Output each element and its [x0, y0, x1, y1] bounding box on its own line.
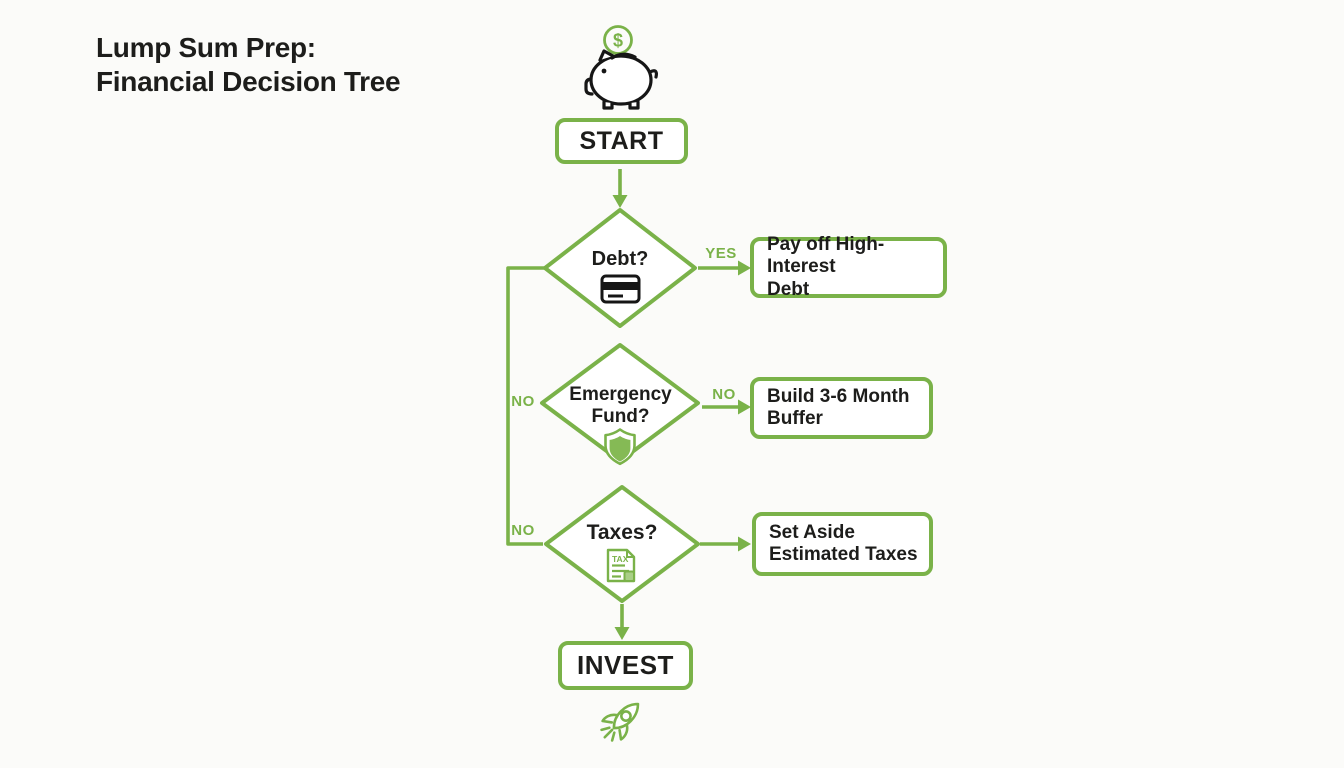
- taxes-action-line2: Estimated Taxes: [769, 544, 918, 565]
- arrow-emergency-no: [702, 399, 751, 415]
- taxes-decision-diamond: [544, 485, 700, 603]
- invest-node-label: INVEST: [577, 650, 674, 680]
- arrow-debt-yes: [698, 260, 751, 276]
- debt-decision-diamond: [543, 208, 697, 328]
- debt-yes-label: YES: [705, 245, 737, 262]
- emergency-action-node: Build 3-6 Month Buffer: [750, 377, 933, 439]
- page-title-line2: Financial Decision Tree: [96, 66, 401, 97]
- debt-action-line2: Debt: [767, 278, 810, 300]
- taxes-action-line1: Set Aside: [769, 521, 855, 543]
- no-loop-connector: [506, 266, 545, 546]
- arrow-taxes-action: [700, 536, 751, 552]
- tax-doc-label: TAX: [612, 554, 629, 564]
- debt-action-node: Pay off High-Interest Debt: [750, 233, 947, 300]
- emergency-question-line2: Fund?: [591, 406, 650, 427]
- credit-card-icon: [600, 274, 641, 304]
- loop-no-label-emergency: NO: [511, 393, 535, 410]
- emergency-action-line2: Buffer: [767, 408, 823, 429]
- taxes-question-label: Taxes?: [586, 521, 658, 544]
- loop-no-label-taxes: NO: [511, 522, 535, 539]
- debt-action-line1: Pay off High-Interest: [767, 233, 885, 278]
- page-title: Lump Sum Prep: Financial Decision Tree: [96, 31, 401, 99]
- tax-document-icon: TAX: [606, 548, 636, 583]
- page-title-line1: Lump Sum Prep:: [96, 32, 316, 63]
- start-node-label: START: [579, 126, 664, 155]
- debt-question-label: Debt?: [591, 248, 649, 270]
- invest-node: INVEST: [558, 641, 693, 690]
- dollar-circle-icon: $: [603, 25, 633, 55]
- shield-icon: [604, 428, 636, 466]
- emergency-question-line1: Emergency: [569, 384, 672, 405]
- start-node: START: [555, 118, 688, 164]
- emergency-question-label: Emergency Fund?: [558, 384, 683, 428]
- piggy-bank-icon: [584, 49, 658, 110]
- emergency-no-label: NO: [712, 386, 736, 403]
- arrow-taxes-to-invest: [614, 604, 630, 640]
- rocket-icon: [600, 702, 640, 742]
- emergency-action-line1: Build 3-6 Month: [767, 385, 910, 407]
- dollar-glyph: $: [613, 31, 623, 51]
- taxes-action-node: Set Aside Estimated Taxes: [752, 512, 933, 576]
- arrow-start-to-debt: [612, 169, 628, 208]
